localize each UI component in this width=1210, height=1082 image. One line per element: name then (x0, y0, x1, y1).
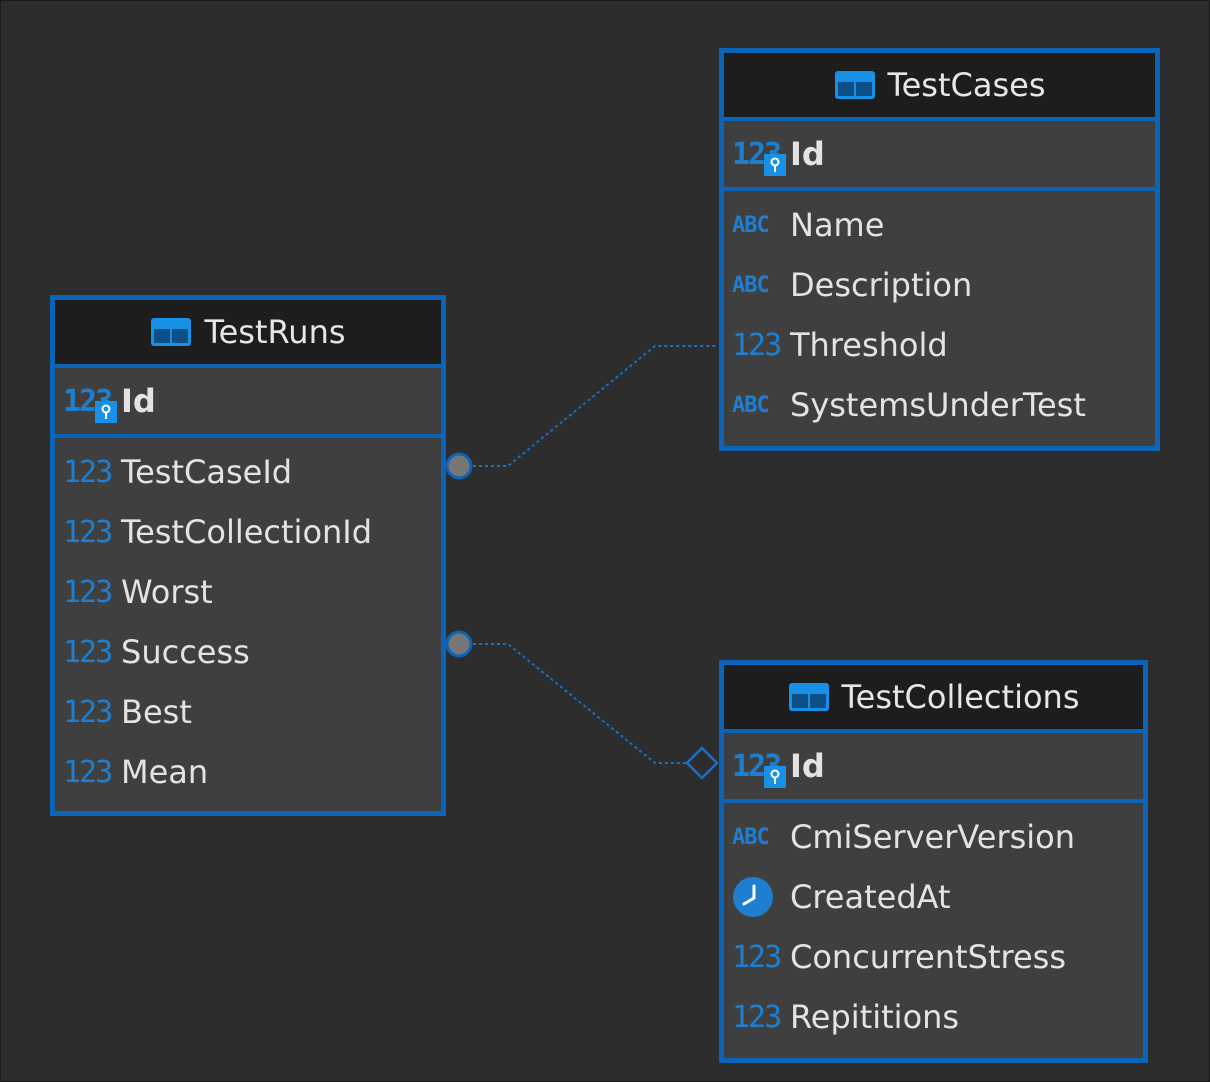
link-testcollection-end-diamond (685, 746, 719, 780)
number-key-icon: 123 (732, 137, 787, 176)
link-testcollection-start-circle (445, 630, 473, 658)
attribute-row[interactable]: 123 Success (55, 622, 441, 682)
attribute-row[interactable]: 123 Mean (55, 742, 441, 802)
number-icon: 123 (63, 694, 113, 730)
primary-key-row[interactable]: 123 Id (55, 368, 441, 438)
attribute-row[interactable]: ABC Description (724, 255, 1155, 315)
clock-icon (732, 876, 782, 918)
pk-label: Id (790, 135, 825, 173)
pk-label: Id (790, 747, 825, 785)
attribute-label: SystemsUnderTest (790, 386, 1086, 424)
attribute-label: TestCaseId (121, 453, 293, 491)
text-icon: ABC (732, 272, 770, 298)
attribute-row[interactable]: ABC Name (724, 195, 1155, 255)
number-icon: 123 (63, 574, 113, 610)
entity-title: TestRuns (204, 313, 346, 351)
table-icon (834, 71, 875, 99)
attribute-label: ConcurrentStress (790, 938, 1066, 976)
link-testcollection[interactable] (461, 643, 688, 764)
number-icon: 123 (63, 634, 113, 670)
number-icon: 123 (63, 454, 113, 490)
attribute-row[interactable]: 123 Repititions (724, 987, 1143, 1047)
entity-testcollections[interactable]: TestCollections 123 Id ABC CmiServerVers… (719, 660, 1148, 1063)
number-key-icon: 123 (732, 749, 787, 788)
attribute-list: ABC Name ABC Description 123 Threshold A… (724, 191, 1155, 435)
attribute-row[interactable]: 123 ConcurrentStress (724, 927, 1143, 987)
primary-key-row[interactable]: 123 Id (724, 121, 1155, 191)
attribute-label: CmiServerVersion (790, 818, 1076, 856)
attribute-label: Repititions (790, 998, 960, 1036)
table-icon (788, 683, 829, 711)
attribute-row[interactable]: CreatedAt (724, 867, 1143, 927)
entity-header[interactable]: TestRuns (55, 300, 441, 368)
entity-header[interactable]: TestCollections (724, 665, 1143, 733)
entity-header[interactable]: TestCases (724, 53, 1155, 121)
attribute-label: TestCollectionId (121, 513, 373, 551)
attribute-label: Worst (121, 573, 213, 611)
attribute-label: Description (790, 266, 973, 304)
text-icon: ABC (732, 212, 770, 238)
attribute-label: CreatedAt (790, 878, 951, 916)
number-icon: 123 (63, 514, 113, 550)
entity-testruns[interactable]: TestRuns 123 Id 123 TestCaseId 123 TestC… (50, 295, 446, 816)
attribute-row[interactable]: 123 Best (55, 682, 441, 742)
attribute-label: Mean (121, 753, 209, 791)
attribute-row[interactable]: ABC SystemsUnderTest (724, 375, 1155, 435)
attribute-row[interactable]: 123 Worst (55, 562, 441, 622)
attribute-row[interactable]: ABC CmiServerVersion (724, 807, 1143, 867)
entity-title: TestCollections (841, 678, 1080, 716)
attribute-list: 123 TestCaseId 123 TestCollectionId 123 … (55, 438, 441, 802)
text-icon: ABC (732, 824, 770, 850)
attribute-label: Threshold (790, 326, 948, 364)
entity-title: TestCases (887, 66, 1046, 104)
entity-testcases[interactable]: TestCases 123 Id ABC Name ABC Descriptio… (719, 48, 1160, 451)
attribute-list: ABC CmiServerVersion CreatedAt 123 Concu… (724, 803, 1143, 1047)
number-icon: 123 (732, 327, 782, 363)
link-testcase[interactable] (461, 345, 718, 467)
text-icon: ABC (732, 392, 770, 418)
attribute-label: Best (121, 693, 192, 731)
pk-label: Id (121, 382, 156, 420)
link-testcase-start-circle (445, 452, 473, 480)
number-icon: 123 (63, 754, 113, 790)
attribute-row[interactable]: 123 TestCollectionId (55, 502, 441, 562)
number-icon: 123 (732, 939, 782, 975)
number-key-icon: 123 (63, 384, 118, 423)
attribute-label: Success (121, 633, 250, 671)
attribute-row[interactable]: 123 TestCaseId (55, 442, 441, 502)
table-icon (151, 318, 192, 346)
primary-key-row[interactable]: 123 Id (724, 733, 1143, 803)
attribute-row[interactable]: 123 Threshold (724, 315, 1155, 375)
attribute-label: Name (790, 206, 885, 244)
number-icon: 123 (732, 999, 782, 1035)
